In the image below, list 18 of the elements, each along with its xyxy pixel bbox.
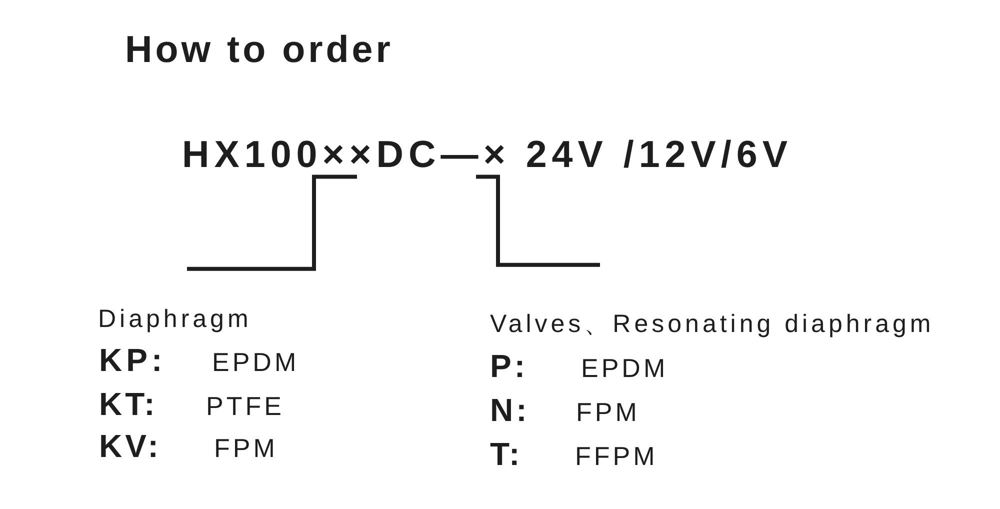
material-name: FPM — [576, 398, 640, 425]
order-code: HX100××DC—× 24V /12V/6V — [182, 136, 792, 174]
material-name: FPM — [214, 434, 278, 461]
option-code: KT: — [99, 388, 158, 420]
material-name: EPDM — [212, 348, 300, 375]
option-code: KV: — [99, 430, 162, 462]
option-code: KP: — [99, 344, 166, 376]
material-name: EPDM — [581, 354, 668, 381]
title: How to order — [125, 31, 394, 69]
leader-line — [476, 174, 600, 267]
leader-line — [187, 174, 357, 271]
option-code: N: — [490, 394, 530, 426]
material-name: PTFE — [206, 392, 284, 419]
material-name: FFPM — [575, 442, 658, 469]
option-code: P: — [490, 350, 528, 382]
section-heading: Valves、Resonating diaphragm — [490, 312, 934, 337]
option-code: T: — [490, 438, 523, 470]
section-heading: Diaphragm — [98, 306, 252, 332]
